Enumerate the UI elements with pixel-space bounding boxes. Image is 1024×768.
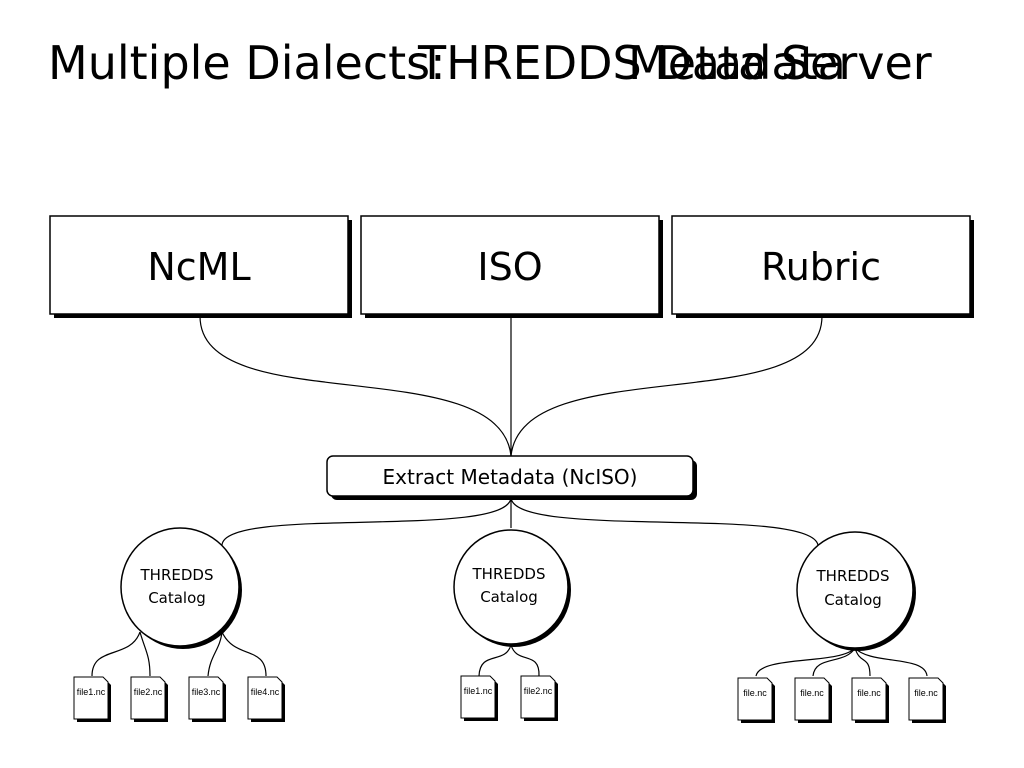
iso-box: ISO bbox=[360, 215, 663, 318]
file-label-c1-1: file1.nc bbox=[77, 687, 106, 697]
connector-c3-f4 bbox=[854, 647, 928, 677]
connector-c1-f4 bbox=[221, 631, 267, 677]
file-label-c3-3: file.nc bbox=[857, 688, 881, 698]
connector-lines bbox=[91, 315, 928, 677]
connector-ncml bbox=[199, 315, 512, 457]
file-icon-c3-3: file.nc bbox=[851, 677, 889, 723]
file-label-c3-2: file.nc bbox=[800, 688, 824, 698]
file-icon-c1-3: file3.nc bbox=[188, 676, 226, 722]
connector-c3-f1 bbox=[755, 647, 856, 677]
file-icon-c2-2: file2.nc bbox=[520, 675, 558, 721]
connector-catalog-1 bbox=[221, 496, 512, 546]
file-label-c3-1: file.nc bbox=[743, 688, 767, 698]
file-label-c1-4: file4.nc bbox=[251, 687, 280, 697]
catalog-1-label-line2: Catalog bbox=[148, 589, 206, 607]
rubric-label: Rubric bbox=[761, 245, 881, 289]
extract-metadata-box: Extract Metadata (NcISO) bbox=[326, 455, 697, 500]
catalog-1-label-line1: THREDDS bbox=[140, 566, 214, 584]
file-icon-c3-2: file.nc bbox=[794, 677, 832, 723]
connector-c3-f2 bbox=[812, 647, 856, 677]
file-icon-c2-1: file1.nc bbox=[460, 675, 498, 721]
connector-rubric bbox=[510, 315, 823, 457]
file-icon-c1-1: file1.nc bbox=[73, 676, 111, 722]
catalog-2-label-line2: Catalog bbox=[480, 588, 538, 606]
connector-catalog-3 bbox=[510, 496, 819, 546]
file-label-c3-4: file.nc bbox=[914, 688, 938, 698]
iso-label: ISO bbox=[477, 245, 542, 289]
slide-title-overlap-a: THREDDS Data Server bbox=[418, 36, 932, 90]
connector-c2-f2 bbox=[510, 644, 540, 677]
catalog-node-2: THREDDS Catalog bbox=[453, 529, 571, 647]
extract-metadata-label: Extract Metadata (NcISO) bbox=[383, 465, 638, 489]
connector-c1-f1 bbox=[91, 631, 141, 677]
slide-title-overlap-b: Metadata bbox=[628, 36, 846, 90]
ncml-label: NcML bbox=[147, 245, 250, 289]
connector-c2-f1 bbox=[478, 644, 512, 677]
file-label-c1-3: file3.nc bbox=[192, 687, 221, 697]
catalog-node-3: THREDDS Catalog bbox=[796, 531, 916, 651]
connector-c3-f3 bbox=[854, 647, 871, 677]
catalog-3-label-line2: Catalog bbox=[824, 591, 882, 609]
file-label-c2-1: file1.nc bbox=[464, 686, 493, 696]
slide-title-prefix: Multiple Dialects: bbox=[48, 36, 446, 90]
file-icon-c3-1: file.nc bbox=[737, 677, 775, 723]
catalog-3-label-line1: THREDDS bbox=[816, 567, 890, 585]
rubric-box: Rubric bbox=[671, 215, 974, 318]
catalog-2-label-line1: THREDDS bbox=[472, 565, 546, 583]
connector-c1-f3 bbox=[207, 631, 223, 677]
file-icon-c1-2: file2.nc bbox=[130, 676, 168, 722]
file-label-c1-2: file2.nc bbox=[134, 687, 163, 697]
ncml-box: NcML bbox=[49, 215, 352, 318]
file-icon-c3-4: file.nc bbox=[908, 677, 946, 723]
catalog-node-1: THREDDS Catalog bbox=[120, 527, 242, 649]
connector-c1-f2 bbox=[139, 631, 151, 677]
file-icon-c1-4: file4.nc bbox=[247, 676, 285, 722]
file-label-c2-2: file2.nc bbox=[524, 686, 553, 696]
